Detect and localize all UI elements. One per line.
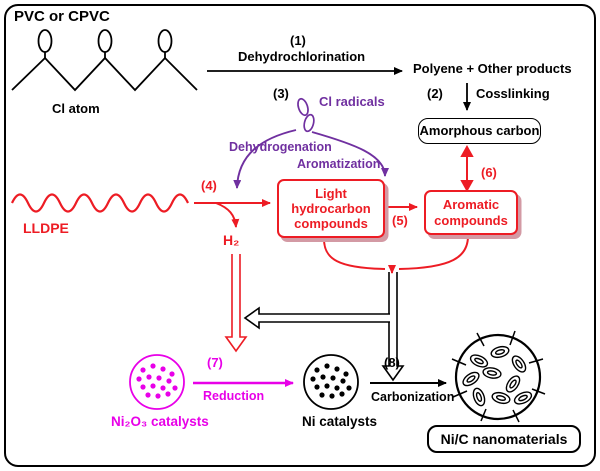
step6-number: (6) [481,165,497,180]
figure-border [4,4,596,467]
step1-number: (1) [290,33,306,48]
cl-radicals-label: Cl radicals [319,94,385,109]
nic-carbon-loops [462,345,533,407]
step7-number: (7) [207,355,223,370]
light-box-line1: Light [315,185,347,201]
red-product-flow [323,235,469,274]
nic-nanomaterials-text: Ni/C nanomaterials [440,430,568,447]
amorphous-carbon-box: Amorphous carbon [418,118,541,144]
hollow-flow-arrows [224,254,405,382]
step1-label: Dehydrochlorination [238,49,366,64]
light-hydrocarbon-box: Light hydrocarbon compounds [277,179,385,238]
pvc-title: PVC or CPVC [14,8,110,25]
step8-number: (8) [384,355,400,370]
ni-catalyst-circle [303,354,359,410]
light-box-line3: compounds [294,216,368,232]
arrow-aromatization [311,131,389,177]
step5-number: (5) [392,213,408,228]
nic-spikes [451,330,546,423]
arrow-dehydrogenation [233,129,297,189]
nic-nanomaterial-circle [451,330,546,423]
cl-radicals-icon [297,97,315,133]
step4-number: (4) [201,178,217,193]
ni2o3-catalyst-circle [129,354,185,410]
carbonization-label: Carbonization [371,390,455,404]
cl-atom-oval [97,29,113,53]
reduction-label: Reduction [203,389,265,403]
arrow-step4-h2-branch [215,202,240,228]
ni-catalysts-label: Ni catalysts [302,414,378,429]
light-box-line2: hydrocarbon [291,200,371,216]
aromatization-label: Aromatization [297,157,381,171]
step2-number: (2) [427,86,443,101]
polyene-label: Polyene + Other products [413,61,572,76]
hollow-arrow-down [381,272,405,382]
lldpe-label: LLDPE [23,220,69,236]
dehydrogenation-label: Dehydrogenation [229,140,332,154]
cl-atom-label: Cl atom [52,101,100,116]
arrow-step6-double [460,144,474,193]
h2-label: H₂ [223,232,240,248]
aromatic-compounds-box: Aromatic compounds [424,190,518,235]
step3-number: (3) [273,86,289,101]
cl-atom-oval [157,29,173,53]
hollow-arrow-left [243,306,390,330]
amorphous-carbon-text: Amorphous carbon [419,123,540,139]
pvc-chain-structure [11,29,198,92]
aromatic-box-line1: Aromatic [442,197,500,213]
cl-atom-oval [37,29,53,53]
ni2o3-label: Ni₂O₃ catalysts [111,414,209,429]
nic-nanomaterials-box: Ni/C nanomaterials [427,425,581,453]
aromatic-box-line2: compounds [434,212,508,228]
hollow-arrow-h2-down [224,254,248,353]
step2-label: Cosslinking [476,86,550,101]
lldpe-polymer-wave [11,193,189,213]
